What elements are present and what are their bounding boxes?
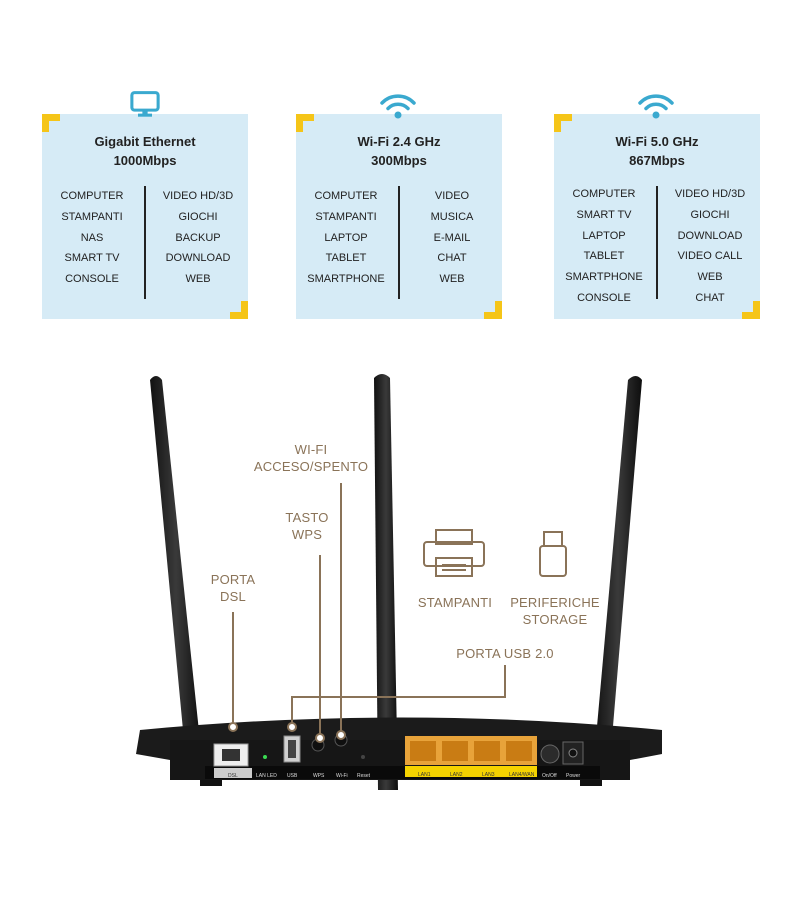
list-item: CHAT: [695, 291, 725, 304]
list-item: STAMPANTI: [61, 210, 123, 223]
wifi-switch-label-line2: ACCESO/SPENTO: [253, 459, 369, 474]
wps-button-label: TASTO WPS: [272, 509, 342, 543]
list-item: CONSOLE: [577, 291, 631, 304]
dsl-port-label: PORTA DSL: [198, 571, 268, 605]
port-label-usb: USB: [287, 773, 298, 779]
port-label-lan2: LAN2: [450, 772, 463, 778]
column-divider: [398, 186, 400, 299]
list-item: SMARTPHONE: [565, 271, 643, 284]
port-label-power: Power: [566, 773, 581, 779]
corner-accent-bottom-right: [484, 301, 502, 319]
dsl-label-line2: DSL: [220, 589, 246, 604]
list-item: LAPTOP: [582, 229, 626, 242]
storage-label-line1: PERIFERICHE: [510, 595, 600, 610]
usage-list: VIDEO HD/3D GIOCHI BACKUP DOWNLOAD WEB: [148, 186, 248, 290]
list-item: COMPUTER: [572, 188, 636, 200]
card-title-line1: Gigabit Ethernet: [94, 134, 196, 149]
list-item: STAMPANTI: [315, 210, 377, 223]
usb-port-label: PORTA USB 2.0: [456, 646, 554, 661]
right-antenna: [594, 376, 642, 762]
wifi-icon: [638, 94, 674, 119]
card-title-line2: 867Mbps: [629, 153, 685, 168]
list-item: WEB: [439, 273, 465, 286]
wifi-switch-label-line1: WI-FI: [294, 442, 328, 457]
list-item: WEB: [697, 271, 723, 284]
port-label-wifi: Wi-Fi: [336, 773, 348, 779]
storage-label: PERIFERICHE STORAGE: [505, 594, 605, 628]
list-item: DOWNLOAD: [677, 229, 743, 242]
list-item: WEB: [185, 273, 211, 286]
usb-storage-icon: [539, 531, 567, 577]
list-item: VIDEO HD/3D: [162, 190, 234, 202]
port-label-lan4: LAN4/WAN: [509, 772, 535, 778]
corner-accent-bottom-right: [742, 301, 760, 319]
list-item: SMARTPHONE: [307, 273, 385, 286]
wifi-icon: [380, 94, 416, 119]
corner-accent-top-left: [554, 114, 572, 132]
list-item: NAS: [80, 231, 104, 244]
device-list: COMPUTER SMART TV LAPTOP TABLET SMARTPHO…: [554, 184, 654, 309]
list-item: E-MAIL: [433, 231, 471, 244]
port-label-wps: WPS: [313, 773, 325, 779]
corner-accent-top-left: [42, 114, 60, 132]
card-title: Wi-Fi 5.0 GHz 867Mbps: [554, 132, 760, 170]
card-title-line1: Wi-Fi 5.0 GHz: [615, 134, 699, 149]
wps-label-line2: WPS: [291, 527, 323, 542]
list-item: TABLET: [325, 252, 367, 265]
list-item: CHAT: [437, 252, 467, 265]
port-label-lan1: LAN1: [418, 772, 431, 778]
printer-icon: [423, 529, 485, 577]
port-label-lan3: LAN3: [482, 772, 495, 778]
list-item: GIOCHI: [178, 210, 218, 223]
corner-accent-bottom-right: [230, 301, 248, 319]
center-antenna: [374, 374, 398, 790]
card-title: Gigabit Ethernet 1000Mbps: [42, 132, 248, 170]
device-list: COMPUTER STAMPANTI LAPTOP TABLET SMARTPH…: [296, 186, 396, 290]
wifi-50-card: Wi-Fi 5.0 GHz 867Mbps COMPUTER SMART TV …: [554, 114, 760, 319]
port-label-dsl: DSL: [228, 773, 238, 779]
wifi-switch-label: WI-FI ACCESO/SPENTO: [246, 441, 376, 475]
list-item: TABLET: [583, 250, 625, 263]
column-divider: [144, 186, 146, 299]
wps-label-line1: TASTO: [285, 510, 329, 525]
port-label-reset: Reset: [357, 773, 371, 779]
list-item: CONSOLE: [65, 273, 119, 286]
card-title: Wi-Fi 2.4 GHz 300Mbps: [296, 132, 502, 170]
list-item: LAPTOP: [324, 231, 368, 244]
list-item: SMART TV: [64, 252, 120, 265]
corner-accent-top-left: [296, 114, 314, 132]
list-item: MUSICA: [430, 210, 474, 223]
list-item: SMART TV: [576, 208, 632, 221]
left-antenna: [150, 376, 202, 762]
port-label-lan-led: LAN LED: [256, 773, 277, 779]
list-item: GIOCHI: [690, 208, 730, 221]
router-illustration: [136, 374, 662, 790]
list-item: BACKUP: [175, 231, 221, 244]
storage-label-line2: STORAGE: [522, 612, 588, 627]
card-title-line2: 300Mbps: [371, 153, 427, 168]
list-item: VIDEO CALL: [677, 250, 743, 263]
card-title-line1: Wi-Fi 2.4 GHz: [357, 134, 441, 149]
list-item: VIDEO HD/3D: [674, 188, 746, 200]
card-title-line2: 1000Mbps: [113, 153, 177, 168]
usage-list: VIDEO MUSICA E-MAIL CHAT WEB: [402, 186, 502, 290]
list-item: VIDEO: [434, 190, 470, 202]
monitor-icon: [130, 91, 160, 117]
device-list: COMPUTER STAMPANTI NAS SMART TV CONSOLE: [42, 186, 142, 290]
list-item: COMPUTER: [60, 190, 124, 202]
list-item: DOWNLOAD: [165, 252, 231, 265]
column-divider: [656, 186, 658, 299]
wifi-24-card: Wi-Fi 2.4 GHz 300Mbps COMPUTER STAMPANTI…: [296, 114, 502, 319]
gigabit-ethernet-card: Gigabit Ethernet 1000Mbps COMPUTER STAMP…: [42, 114, 248, 319]
usage-list: VIDEO HD/3D GIOCHI DOWNLOAD VIDEO CALL W…: [660, 184, 760, 309]
dsl-label-line1: PORTA: [210, 572, 256, 587]
printers-label: STAMPANTI: [417, 595, 493, 610]
list-item: COMPUTER: [314, 190, 378, 202]
port-label-onoff: On/Off: [542, 773, 557, 779]
